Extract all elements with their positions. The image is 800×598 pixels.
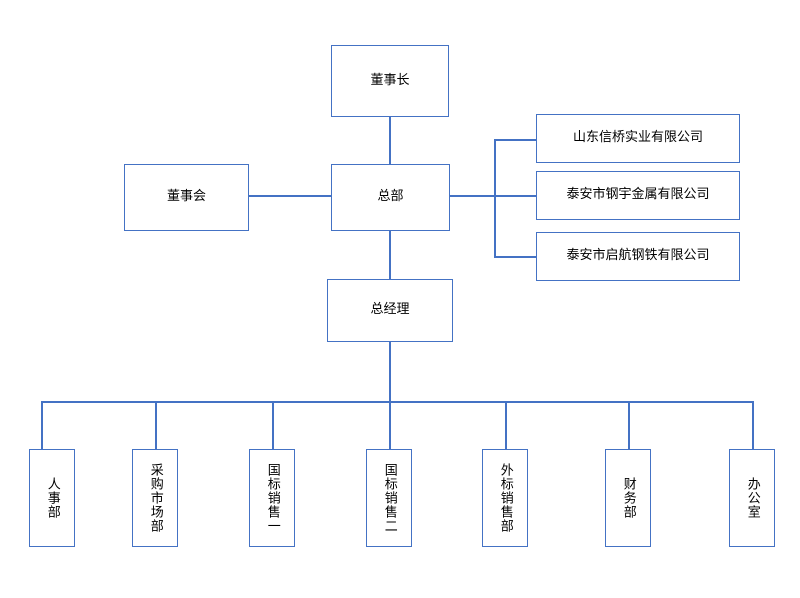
node-department-3-label: 国标销售一 [264, 463, 280, 533]
node-department-1-label: 人事部 [44, 477, 60, 519]
node-department-5-label: 外标销售部 [497, 463, 513, 533]
node-department-1[interactable]: 人事部 [29, 449, 75, 547]
node-headquarters-label: 总部 [377, 189, 404, 205]
connector-bus-to-department-2 [155, 401, 157, 449]
node-department-3[interactable]: 国标销售一 [249, 449, 295, 547]
node-department-7-label: 办公室 [744, 477, 760, 519]
connector-bus-to-department-7 [752, 401, 754, 449]
node-subsidiary-3[interactable]: 泰安市启航钢铁有限公司 [536, 232, 740, 281]
connector-headquarters-to-subsidiary-bus [450, 195, 495, 197]
node-department-4[interactable]: 国标销售二 [366, 449, 412, 547]
connector-chairman-to-headquarters [389, 117, 391, 164]
node-subsidiary-2[interactable]: 泰安市钢宇金属有限公司 [536, 171, 740, 220]
connector-bus-to-subsidiary-2 [494, 195, 536, 197]
connector-bus-to-subsidiary-3 [494, 256, 536, 258]
node-subsidiary-3-label: 泰安市启航钢铁有限公司 [566, 248, 710, 264]
connector-subsidiary-bus [494, 139, 496, 257]
connector-bus-to-department-3 [272, 401, 274, 449]
connector-headquarters-to-general-manager [389, 231, 391, 279]
node-general-manager-label: 总经理 [370, 302, 410, 318]
node-department-4-label: 国标销售二 [381, 463, 397, 533]
node-general-manager[interactable]: 总经理 [327, 279, 453, 342]
connector-bus-to-department-5 [505, 401, 507, 449]
connector-department-bus [41, 401, 753, 403]
node-subsidiary-1[interactable]: 山东信桥实业有限公司 [536, 114, 740, 163]
node-headquarters[interactable]: 总部 [331, 164, 450, 231]
connector-bus-to-department-6 [628, 401, 630, 449]
node-department-2-label: 采购市场部 [147, 463, 163, 533]
node-department-6-label: 财务部 [620, 477, 636, 519]
node-board[interactable]: 董事会 [124, 164, 249, 231]
node-chairman-label: 董事长 [370, 72, 410, 88]
node-department-6[interactable]: 财务部 [605, 449, 651, 547]
node-department-7[interactable]: 办公室 [729, 449, 775, 547]
connector-general-manager-drop [389, 342, 391, 403]
connector-board-to-headquarters [249, 195, 332, 197]
connector-bus-to-subsidiary-1 [494, 139, 536, 141]
node-board-label: 董事会 [166, 189, 206, 205]
connector-bus-to-department-1 [41, 401, 43, 449]
node-department-5[interactable]: 外标销售部 [482, 449, 528, 547]
node-subsidiary-1-label: 山东信桥实业有限公司 [572, 130, 703, 146]
node-department-2[interactable]: 采购市场部 [132, 449, 178, 547]
connector-bus-to-department-4 [389, 401, 391, 449]
node-chairman[interactable]: 董事长 [331, 45, 449, 117]
node-subsidiary-2-label: 泰安市钢宇金属有限公司 [566, 187, 710, 203]
